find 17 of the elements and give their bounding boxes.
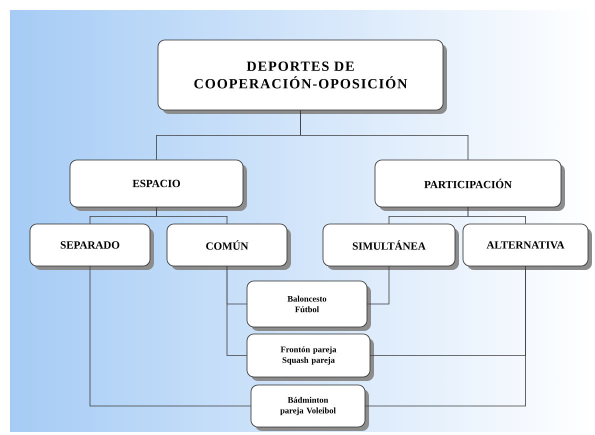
connector-line [90,266,251,406]
label-box: COMÚN [166,224,291,270]
label-box: ESPACIO [70,160,247,211]
label-box: Baloncesto Fútbol [246,280,371,331]
connector-line [365,266,526,406]
connector-line [468,206,526,224]
label-box: SIMULTÁNEA [322,224,459,270]
label-box: ALTERNATIVA [462,224,592,270]
label-box: PARTICIPACIÓN [374,160,565,211]
connector-line [156,206,228,224]
connector-line [226,266,247,356]
label-box: DEPORTES DE COOPERACIÓN-OPOSICIÓN [158,40,447,114]
label-box: SEPARADO [30,224,154,270]
label-box: Frontón pareja Squash pareja [246,334,374,381]
connector-line [300,110,468,160]
label-box: Bádminton pareja Voleibol [250,384,369,431]
connector-line [367,266,390,304]
